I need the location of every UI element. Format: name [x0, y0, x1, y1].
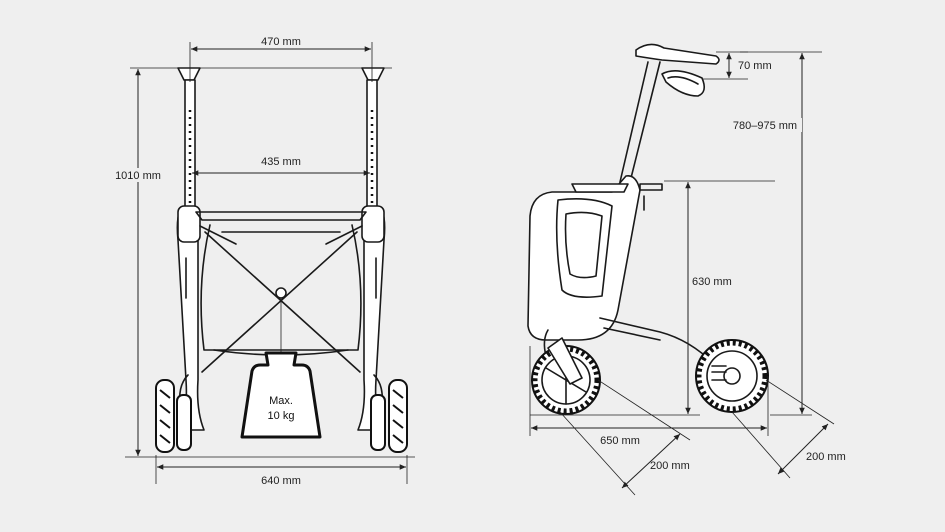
dim-handle-height: 780–975 mm — [733, 120, 797, 132]
weight-label-line1: Max. — [269, 395, 293, 407]
dim-handle-grip: 70 mm — [738, 60, 772, 72]
dim-total-height: 1010 mm — [115, 170, 161, 182]
dim-rear-offset: 200 mm — [806, 451, 846, 463]
dim-base-width: 640 mm — [261, 475, 301, 487]
weight-label-line2: 10 kg — [268, 410, 295, 422]
dim-seat-height: 630 mm — [692, 276, 732, 288]
max-weight-icon: Max. 10 kg — [240, 351, 322, 439]
front-walker-drawing — [155, 67, 408, 453]
dim-front-offset: 200 mm — [650, 460, 690, 472]
dim-handle-width: 435 mm — [261, 156, 301, 168]
side-walker-drawing — [527, 43, 769, 415]
side-view: 70 mm 780–975 mm 630 mm 650 mm 200 mm — [527, 43, 846, 496]
dim-length: 650 mm — [600, 435, 640, 447]
dim-top-width: 470 mm — [261, 36, 301, 48]
front-view: Max. 10 kg 470 mm 435 mm 1010 mm 640 mm — [112, 36, 415, 487]
front-dimensions: 470 mm 435 mm 1010 mm 640 mm — [112, 36, 415, 487]
side-dimensions: 70 mm 780–975 mm 630 mm 650 mm 200 mm — [529, 51, 846, 496]
